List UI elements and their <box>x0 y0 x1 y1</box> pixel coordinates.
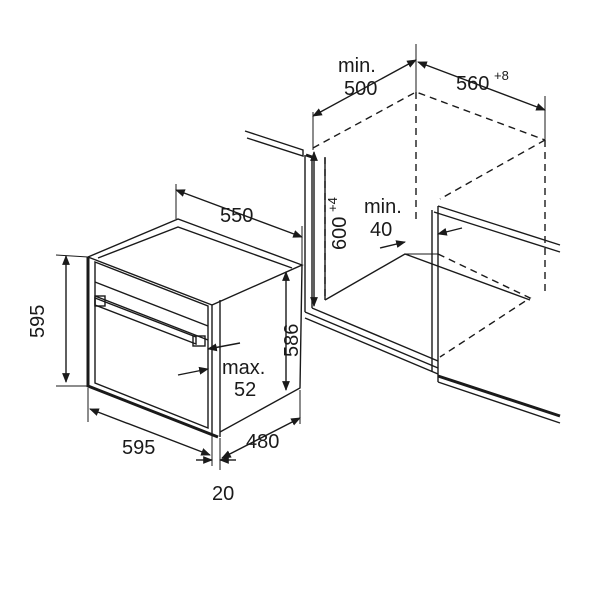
dim-min40: min. 40 <box>364 196 463 249</box>
label-w595: 595 <box>122 437 155 459</box>
left-side-panel <box>304 155 326 312</box>
dim-max52: max. 52 <box>177 342 265 401</box>
dim-h595: 595 <box>27 254 89 387</box>
dim-h586: 586 <box>281 271 303 391</box>
label-h600: 600 <box>329 217 351 250</box>
dim-d480: 480 <box>219 390 301 470</box>
dim-w595: 595 <box>87 388 213 466</box>
dim-min500: min. 500 <box>312 44 417 150</box>
label-h586: 586 <box>281 324 303 357</box>
label-d480: 480 <box>246 431 279 453</box>
label-max52-line2: 52 <box>234 379 256 401</box>
upper-cabinet-edge <box>244 130 313 159</box>
label-t20: 20 <box>212 483 234 505</box>
label-h600-tolerance: +4 <box>325 197 340 212</box>
right-side-panel <box>431 205 561 424</box>
label-min40-line2: 40 <box>370 219 392 241</box>
label-d550: 550 <box>220 205 253 227</box>
dim-w560: 560 +8 <box>417 61 546 140</box>
dim-d550: 550 <box>175 184 303 265</box>
label-min500-line1: min. <box>338 55 376 77</box>
label-w560: 560 <box>456 73 489 95</box>
label-min500-line2: 500 <box>344 78 377 100</box>
oven-door-handle <box>94 295 206 347</box>
niche-outline-dashed <box>312 91 546 358</box>
label-min40-line1: min. <box>364 196 402 218</box>
dim-t20: 20 <box>196 456 236 505</box>
oven <box>86 218 304 439</box>
label-w560-tolerance: +8 <box>494 68 509 83</box>
label-h595: 595 <box>27 305 49 338</box>
cabinet-niche <box>244 91 561 424</box>
label-max52-line1: max. <box>222 357 265 379</box>
niche-floor <box>304 253 531 375</box>
dim-h600: 600 +4 <box>310 151 351 307</box>
